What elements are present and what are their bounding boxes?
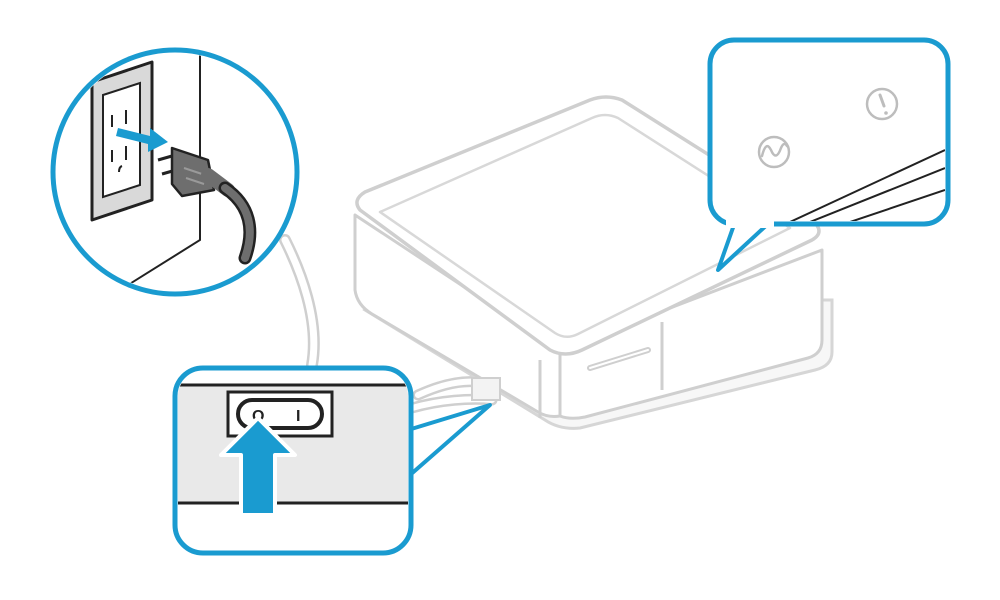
indicator-callout [707,37,951,272]
device-right-face [558,248,824,420]
switch-callout: O I [172,365,492,556]
printer-device [353,95,834,430]
power-indicator-icon [757,135,791,169]
power-cable [279,234,498,414]
outlet-callout [50,47,300,297]
switch-on-mark: I [296,408,300,425]
unplug-arrow-icon [116,128,168,152]
push-arrow-icon [219,416,297,517]
error-indicator-icon [865,87,899,121]
device-lid [378,113,792,338]
device-left-face [353,213,562,418]
rear-port [471,377,501,401]
